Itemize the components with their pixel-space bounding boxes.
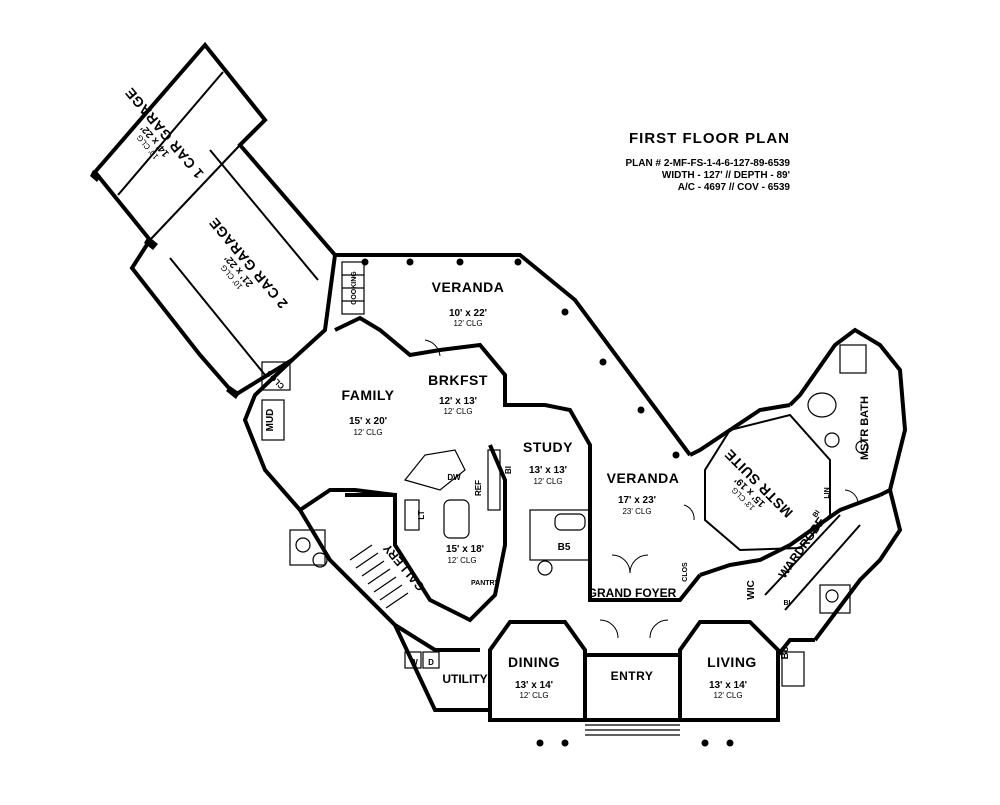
label-ref: REF (474, 480, 483, 496)
room-dim: 12' x 13' (439, 396, 477, 407)
room-clg: 12' CLG (353, 428, 382, 437)
room-study: STUDY 13' x 13' 12' CLG (523, 439, 573, 486)
title-block: FIRST FLOOR PLAN PLAN # 2-MF-FS-1-4-6-12… (626, 130, 791, 193)
room-name: VERANDA (607, 470, 680, 486)
label-bi-wardrobe: BI (812, 509, 822, 519)
label-clos-foyer: CLOS (682, 562, 689, 582)
label-b5: B5 (558, 542, 571, 553)
room-brkfst: BRKFST 12' x 13' 12' CLG (428, 372, 488, 416)
room-dim: 15' x 20' (349, 416, 387, 427)
room-master-suite: MSTR SUITE 15' x 19' 13' CLG (721, 446, 796, 521)
plan-area: A/C - 4697 // COV - 6539 (678, 182, 791, 193)
room-name: 1 CAR GARAGE (122, 85, 207, 182)
label-cooking: COOKING (351, 271, 358, 305)
room-family: FAMILY 15' x 20' 12' CLG (341, 387, 394, 437)
room-dining: DINING 13' x 14' 12' CLG (508, 654, 560, 700)
label-bi-wic: BI (784, 600, 791, 607)
room-dim: 10' x 22' (449, 308, 487, 319)
room-grand-foyer: GRAND FOYER (588, 586, 677, 600)
label-pantry: PANTRY (471, 580, 499, 587)
room-name: STUDY (523, 439, 573, 455)
room-dim: 13' x 13' (529, 465, 567, 476)
plan-size: WIDTH - 127' // DEPTH - 89' (662, 170, 790, 181)
room-name: BRKFST (428, 372, 488, 388)
room-clg: 12' CLG (519, 691, 548, 700)
room-dim: 13' x 14' (709, 680, 747, 691)
veranda-posts (361, 258, 734, 747)
room-2-car-garage: 2 CAR GARAGE 21' x 22' 10' CLG (206, 215, 291, 312)
room-dim: 17' x 23' (618, 495, 656, 506)
room-name: FAMILY (341, 387, 394, 403)
room-name: UTILITY (442, 672, 487, 686)
garage-wing (90, 41, 338, 399)
plan-title: FIRST FLOOR PLAN (629, 130, 790, 147)
room-clg: 12' CLG (447, 556, 476, 565)
room-entry: ENTRY (611, 669, 654, 683)
label-lin: LIN (824, 487, 831, 498)
room-clg: 12' CLG (533, 477, 562, 486)
room-name: 2 CAR GARAGE (206, 215, 291, 312)
staircase (349, 544, 409, 609)
label-d: D (428, 658, 434, 667)
room-name: LIVING (707, 654, 757, 670)
room-clg: 12' CLG (453, 319, 482, 328)
room-living: LIVING 13' x 14' 12' CLG (707, 654, 757, 700)
room-name: DINING (508, 654, 560, 670)
room-utility: UTILITY (442, 672, 487, 686)
room-name: ENTRY (611, 669, 654, 683)
room-dim: 15' x 18' (446, 544, 484, 555)
room-name: MSTR SUITE (721, 446, 796, 521)
room-name: VERANDA (432, 279, 505, 295)
room-gallery: GALLERY (380, 541, 427, 594)
room-clg: 12' CLG (443, 407, 472, 416)
label-bi-study: BI (504, 466, 513, 474)
doors (424, 339, 859, 639)
room-dim: 13' x 14' (515, 680, 553, 691)
label-b8: B8 (780, 646, 791, 659)
label-w: W (410, 658, 418, 667)
room-kitchen: 15' x 18' 12' CLG (446, 544, 484, 565)
room-name: MSTR BATH (859, 396, 871, 460)
label-lt: LT (417, 510, 426, 519)
label-wic: WIC (746, 580, 757, 599)
room-clg: 12' CLG (713, 691, 742, 700)
room-name: GRAND FOYER (588, 586, 677, 600)
fixtures (261, 261, 869, 736)
room-master-bath: MSTR BATH (859, 396, 871, 460)
label-dw: DW (447, 473, 461, 482)
label-mud: MUD (265, 409, 276, 432)
room-name: GALLERY (380, 541, 427, 594)
room-clg: 23' CLG (622, 507, 651, 516)
room-veranda-top: VERANDA 10' x 22' 12' CLG (432, 279, 505, 328)
main-shell (242, 253, 908, 722)
room-veranda-right: VERANDA 17' x 23' 23' CLG (607, 470, 680, 516)
plan-number: PLAN # 2-MF-FS-1-4-6-127-89-6539 (626, 158, 791, 169)
